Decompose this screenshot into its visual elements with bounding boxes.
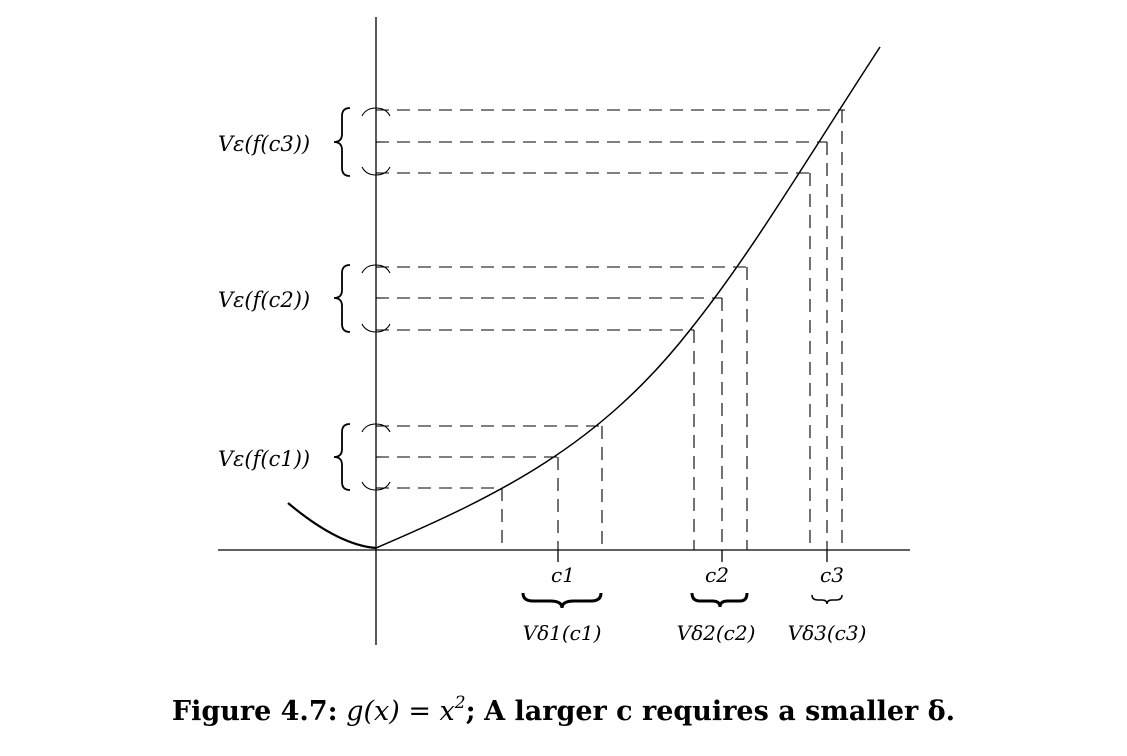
- c-ticks: [557, 550, 828, 562]
- label-veps-fc2: Vε(f(c2)): [218, 288, 310, 312]
- function-curve: [375, 46, 881, 549]
- brace-c3: [333, 107, 351, 177]
- brace-c2: [333, 264, 351, 333]
- arc-c1-top: [361, 423, 391, 433]
- arc-c2-bottom: [361, 323, 391, 333]
- y-interval-arcs: [361, 107, 391, 491]
- label-vdelta3-c3: Vδ3(c3): [788, 621, 867, 645]
- left-braces: [333, 107, 351, 491]
- label-veps-fc3: Vε(f(c3)): [218, 132, 310, 156]
- brace-delta-3: [811, 594, 843, 605]
- bottom-braces: [521, 592, 749, 609]
- label-veps-fc1: Vε(f(c1)): [218, 447, 310, 471]
- vertical-dashed-lines: [501, 110, 843, 550]
- figure-caption: Figure 4.7: g(x) = x2; A larger c requir…: [0, 693, 1127, 727]
- label-vdelta2-c2: Vδ2(c2): [677, 621, 756, 645]
- left-branch-curve: [287, 502, 377, 550]
- horizontal-dashed-lines: [376, 109, 845, 489]
- brace-delta-2: [690, 592, 749, 608]
- label-c2: c2: [705, 563, 729, 587]
- brace-c1: [333, 423, 351, 491]
- arc-c3-top: [361, 107, 391, 117]
- arc-c2-top: [361, 264, 391, 274]
- arc-c1-bottom: [361, 481, 391, 491]
- caption-function: g(x) = x: [346, 696, 455, 727]
- caption-text: A larger c requires a smaller δ.: [484, 696, 956, 727]
- label-vdelta1-c1: Vδ1(c1): [523, 621, 602, 645]
- caption-figure-number: Figure 4.7:: [171, 696, 338, 727]
- label-c1: c1: [551, 563, 575, 587]
- arc-c3-bottom: [361, 166, 391, 176]
- function-continuity-diagram: Vε(f(c3)) Vε(f(c2)) Vε(f(c1)) c1 c2 c3 V…: [218, 17, 910, 645]
- label-c3: c3: [820, 563, 844, 587]
- caption-exponent: 2: [454, 693, 466, 713]
- brace-delta-1: [521, 592, 603, 609]
- caption-separator: ;: [465, 696, 476, 727]
